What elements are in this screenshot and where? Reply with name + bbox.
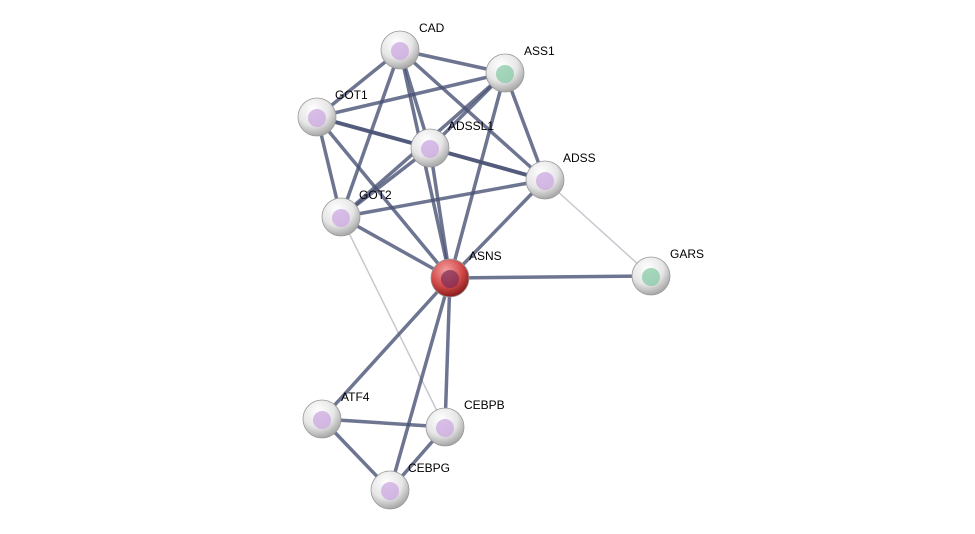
node-adss[interactable]: ADSS — [525, 151, 596, 200]
node-cebpb[interactable]: CEBPB — [425, 398, 505, 447]
node-cad[interactable]: CAD — [380, 21, 445, 70]
edge-adss-got2[interactable] — [340, 178, 546, 219]
edge-atf4-cebpb[interactable] — [321, 417, 446, 429]
node-gars[interactable]: GARS — [631, 247, 704, 296]
protein-structure-icon — [436, 419, 454, 437]
node-adssl1[interactable]: ADSSL1 — [410, 119, 494, 168]
protein-structure-icon — [642, 268, 660, 286]
node-atf4[interactable]: ATF4 — [302, 390, 370, 439]
edge-got2-asns[interactable] — [340, 215, 451, 280]
edge-asns-cebpb[interactable] — [443, 277, 452, 428]
node-label: CAD — [419, 21, 445, 35]
node-label: ATF4 — [341, 390, 370, 404]
node-ass1[interactable]: ASS1 — [485, 44, 555, 93]
node-label: ASS1 — [524, 44, 555, 58]
node-label: GARS — [670, 247, 704, 261]
edge-asns-atf4[interactable] — [320, 276, 452, 421]
node-got2[interactable]: GOT2 — [321, 188, 392, 237]
edge-got1-asns[interactable] — [315, 115, 452, 280]
protein-structure-icon — [313, 411, 331, 429]
node-got1[interactable]: GOT1 — [297, 88, 368, 137]
edge-got2-cebpb[interactable] — [340, 216, 446, 428]
protein-structure-icon — [391, 42, 409, 60]
protein-structure-icon — [308, 109, 326, 127]
node-label: ASNS — [469, 249, 502, 263]
edge-ass1-asns[interactable] — [448, 72, 507, 279]
edge-adssl1-adss[interactable] — [429, 146, 546, 182]
edge-adss-asns[interactable] — [448, 178, 547, 280]
edge-asns-cebpg[interactable] — [388, 277, 452, 491]
edge-asns-gars[interactable] — [449, 274, 652, 280]
protein-structure-icon — [332, 209, 350, 227]
edge-got1-adssl1[interactable] — [316, 115, 431, 150]
edge-adssl1-asns[interactable] — [428, 147, 452, 279]
edge-adss-gars[interactable] — [544, 179, 652, 277]
protein-structure-icon — [441, 270, 459, 288]
node-label: GOT2 — [359, 188, 392, 202]
node-label: ADSSL1 — [448, 119, 494, 133]
edge-got1-ass1[interactable] — [316, 71, 506, 119]
node-cebpg[interactable]: CEBPG — [370, 461, 450, 510]
node-label: ADSS — [563, 151, 596, 165]
node-label: CEBPG — [408, 461, 450, 475]
protein-structure-icon — [421, 140, 439, 158]
node-asns[interactable]: ASNS — [430, 249, 502, 298]
protein-structure-icon — [536, 172, 554, 190]
node-label: GOT1 — [335, 88, 368, 102]
node-label: CEBPB — [464, 398, 505, 412]
protein-structure-icon — [496, 65, 514, 83]
protein-structure-icon — [381, 482, 399, 500]
edge-cad-adss[interactable] — [398, 48, 547, 182]
